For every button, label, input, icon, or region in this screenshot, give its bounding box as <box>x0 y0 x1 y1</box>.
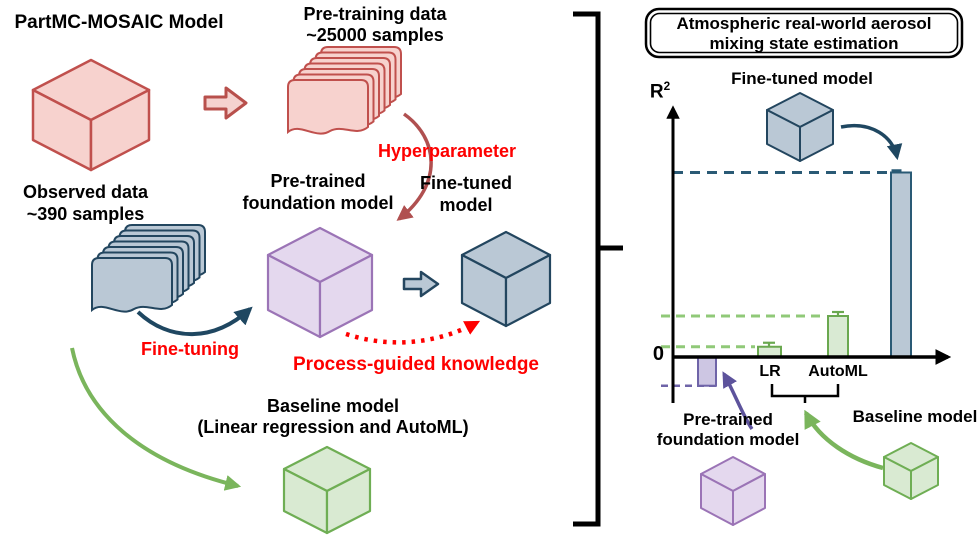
pretraining-data-label-line1: Pre-training data <box>303 4 447 24</box>
pretrained-model-label-line2: foundation model <box>242 193 394 213</box>
finetuned-model-label-line1: Fine-tuned <box>420 173 512 193</box>
finetuned-cube-right-icon <box>766 92 834 162</box>
process-guided-dotted-arrow <box>345 320 481 345</box>
panel-bracket <box>573 11 623 527</box>
finetuned-model-label-line2: model <box>439 195 493 215</box>
observed-data-label-line2: ~390 samples <box>26 204 145 224</box>
baseline-model-label-line2: (Linear regression and AutoML) <box>197 417 469 437</box>
finetuned-model-cube-icon <box>460 230 552 328</box>
partmc-model-cube-icon <box>31 58 151 172</box>
chart-title-box-inner <box>649 12 959 54</box>
baseline-bracket-arrow <box>804 409 884 471</box>
hyperparameter-arrow <box>396 112 433 221</box>
bar-finetuned <box>890 171 912 358</box>
partmc-model-title: PartMC-MOSAIC Model <box>14 12 224 33</box>
pretraining-data-stack-icon <box>287 46 402 135</box>
finetune-block-arrow-icon <box>402 270 440 298</box>
cube-right-face <box>910 456 939 500</box>
pretrained-bar-arrow <box>722 371 754 431</box>
hyperparameter-label: Hyperparameter <box>377 141 517 161</box>
finetuned-bar-arrow <box>840 124 903 161</box>
cube-right-face <box>325 467 372 535</box>
pretrained-model-label-line1: Pre-trained <box>270 171 366 191</box>
pretrain-block-arrow-icon <box>203 86 248 120</box>
finetuning-label: Fine-tuning <box>141 339 239 359</box>
cube-right-face <box>89 88 151 172</box>
cube-right-face <box>799 109 834 162</box>
bar-automl <box>827 315 849 358</box>
chart-title-box-outer <box>644 7 964 59</box>
bar-pretrained-foundation <box>697 356 717 387</box>
baseline-model-label-line1: Baseline model <box>266 396 400 416</box>
pretrained-cube-right-icon <box>700 456 766 526</box>
pretrained-foundation-cube-icon <box>266 226 374 339</box>
doc-sheet <box>287 79 369 135</box>
finetuned-label-right: Fine-tuned model <box>731 69 873 88</box>
process-guided-label: Process-guided knowledge <box>293 354 539 375</box>
cube-right-face <box>504 253 552 328</box>
y-axis-label-exponent: 2 <box>663 80 671 93</box>
pretraining-data-label-line2: ~25000 samples <box>306 25 444 45</box>
y-axis-label-base: R <box>649 81 664 103</box>
doc-sheet <box>91 257 173 313</box>
baseline-label-right: Baseline model <box>852 407 978 426</box>
baseline-data-arrow <box>70 347 242 491</box>
origin-zero-label: 0 <box>652 343 664 365</box>
y-axis-label: R2 <box>642 80 678 103</box>
baseline-model-cube-icon <box>282 445 372 535</box>
x-tick-lr: LR <box>759 363 781 380</box>
chart-title-line2: mixing state estimation <box>709 34 899 53</box>
x-tick-automl: AutoML <box>808 363 868 380</box>
finetuning-arrow <box>136 306 253 337</box>
baseline-cube-right-icon <box>883 442 939 500</box>
observed-data-label-line1: Observed data <box>22 182 149 202</box>
pretrained-label-right-line1: Pre-trained <box>683 410 773 429</box>
pretrained-label-right-line2: foundation model <box>656 430 800 449</box>
chart-title-line1: Atmospheric real-world aerosol <box>676 14 932 33</box>
cube-right-face <box>732 473 766 526</box>
observed-data-stack-icon <box>91 224 206 313</box>
cube-right-face <box>318 253 374 339</box>
lr-automl-bracket <box>770 384 840 403</box>
